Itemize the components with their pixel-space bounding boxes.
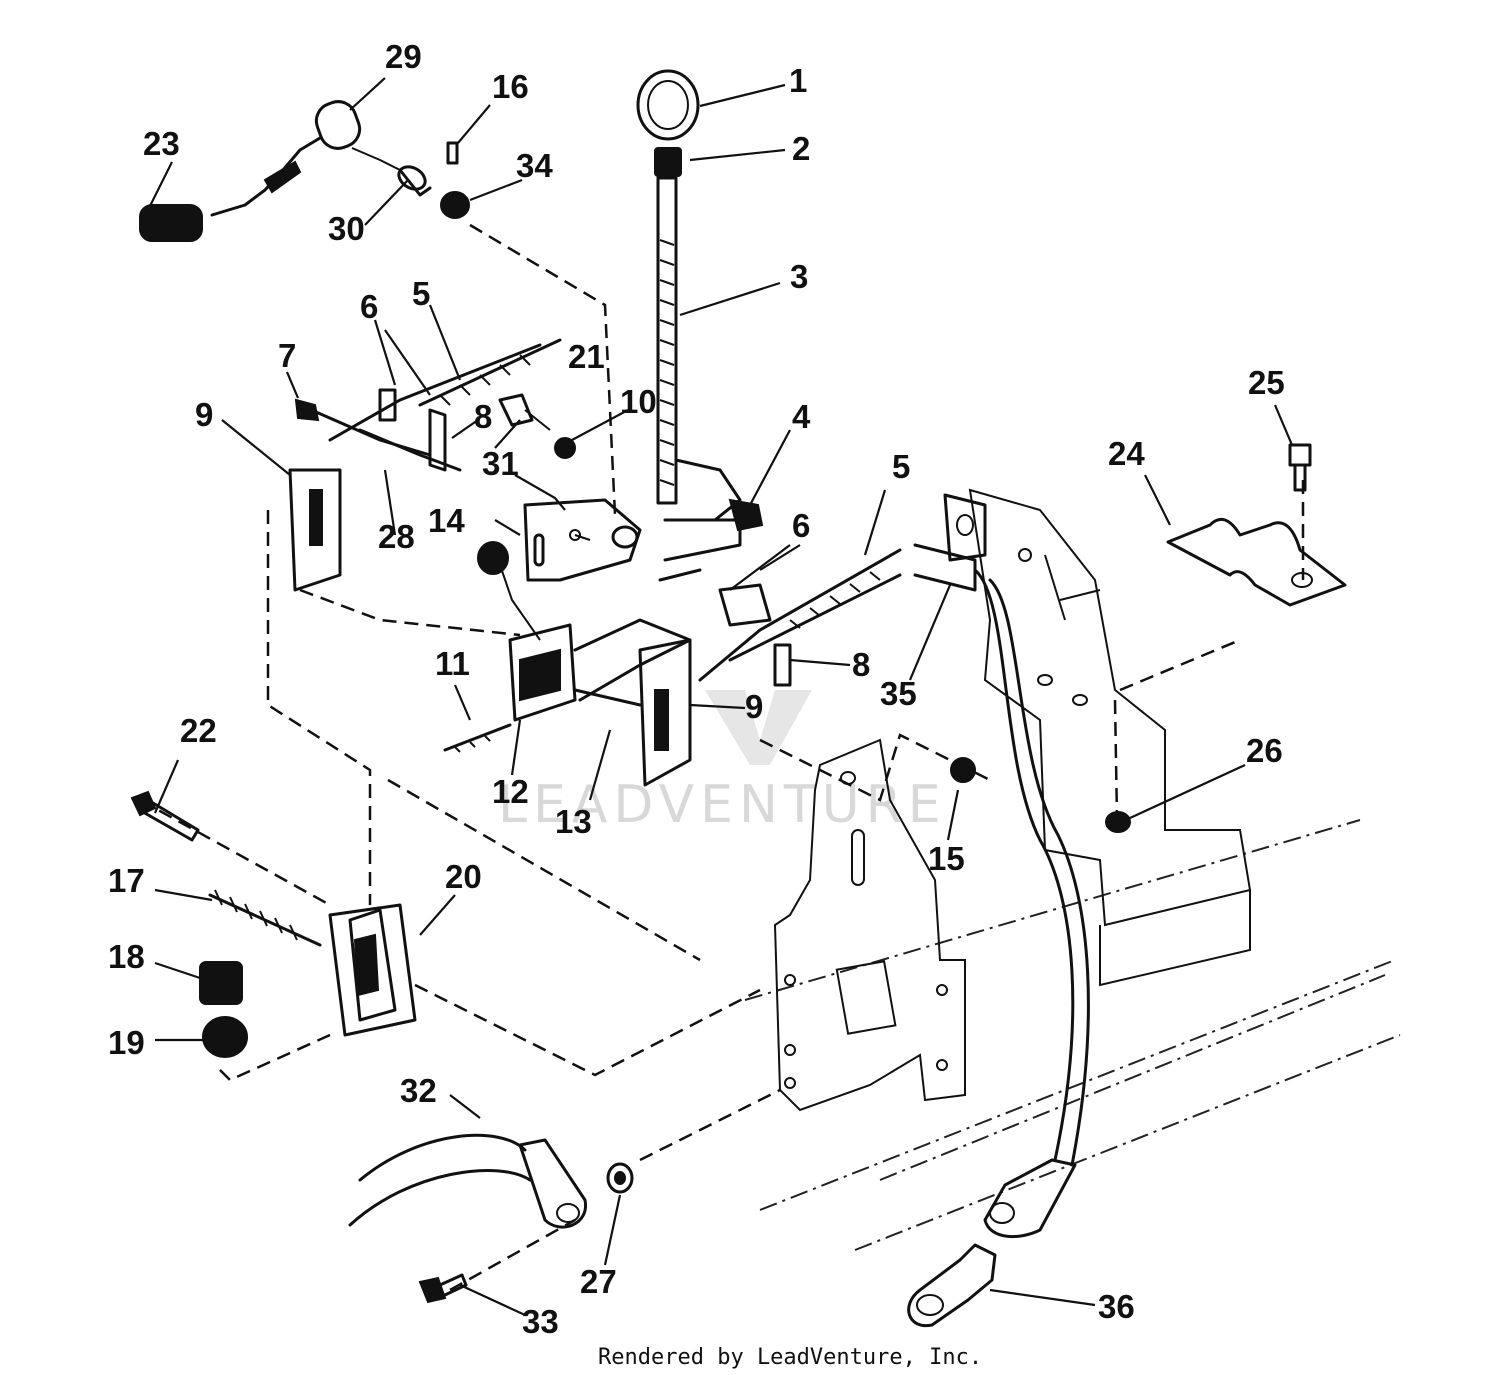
callout-19: 19	[108, 1024, 145, 1061]
leader-lines	[147, 77, 1294, 1316]
render-credit: Rendered by LeadVenture, Inc.	[598, 1345, 982, 1370]
carriage-bolt	[130, 790, 200, 842]
clamp-bolt	[1288, 443, 1312, 492]
callout-11: 11	[435, 645, 470, 682]
watermark-logo: LEADVENTURE	[498, 690, 947, 835]
safety-switch	[139, 100, 401, 242]
shift-pivot-plate	[523, 498, 642, 582]
shift-lever	[656, 176, 764, 562]
ground-cable	[913, 493, 1090, 1239]
roll-pin	[446, 141, 459, 165]
lock-nut	[199, 961, 243, 1005]
callout-30: 30	[328, 210, 365, 247]
callout-16: 16	[492, 68, 529, 105]
callout-6-right: 6	[792, 507, 810, 544]
cable-bolt	[418, 1273, 468, 1304]
mounting-bracket	[288, 468, 692, 787]
callout-29: 29	[385, 38, 422, 75]
positive-cable	[348, 1133, 587, 1229]
callout-5-left: 5	[412, 275, 430, 312]
callout-8-left: 8	[474, 398, 492, 435]
hex-nut	[202, 1016, 248, 1058]
callout-9-left: 9	[195, 396, 213, 433]
spring-bracket	[328, 903, 417, 1037]
callout-12: 12	[492, 773, 529, 810]
callout-5-right: 5	[892, 448, 910, 485]
callout-22: 22	[180, 712, 217, 749]
callout-10: 10	[620, 383, 657, 420]
compression-spring	[208, 889, 322, 947]
callout-18: 18	[108, 938, 145, 975]
callout-9-right: 9	[745, 688, 763, 725]
callout-8-right: 8	[852, 646, 870, 683]
callout-36: 36	[1098, 1288, 1135, 1325]
callout-28: 28	[378, 518, 415, 555]
callout-32: 32	[400, 1072, 437, 1109]
callout-34: 34	[516, 147, 553, 184]
frame-centerlines	[744, 819, 1401, 1251]
callout-1: 1	[789, 62, 807, 99]
right-pivot-bolts	[658, 548, 902, 687]
star-washer	[606, 1162, 634, 1194]
pivot-bolts	[294, 338, 576, 472]
callout-6-left: 6	[360, 288, 378, 325]
callout-24: 24	[1108, 435, 1145, 472]
flange-nut	[950, 757, 976, 783]
watermark-text: LEADVENTURE	[498, 775, 947, 835]
callout-13: 13	[555, 803, 592, 840]
callout-3: 3	[790, 258, 808, 295]
cable-clamp	[1166, 517, 1347, 607]
switch-bushing	[397, 165, 432, 197]
callout-2: 2	[792, 130, 810, 167]
rear-frame-bracket	[968, 488, 1252, 987]
frame-plate	[773, 738, 966, 1112]
callout-labels: 1 2 3 4 5 5 6 6 7 8 8 9 9 10 11 12 13 14…	[108, 38, 1285, 1340]
battery-cable-end	[907, 1243, 997, 1328]
callout-17: 17	[108, 862, 145, 899]
rubber-bumper	[477, 541, 541, 641]
spacer-rod	[443, 723, 512, 753]
callout-7: 7	[278, 337, 296, 374]
clamp-nut	[1105, 811, 1131, 833]
callout-21: 21	[568, 338, 605, 375]
callout-15: 15	[928, 840, 965, 877]
assembly-guide-lines	[139, 223, 1305, 1292]
callout-31: 31	[482, 445, 519, 482]
callout-20: 20	[445, 858, 482, 895]
callout-25: 25	[1248, 364, 1285, 401]
callout-33: 33	[522, 1303, 559, 1340]
callout-26: 26	[1246, 732, 1283, 769]
callout-14: 14	[428, 502, 465, 539]
jam-nut	[654, 147, 682, 177]
callout-27: 27	[580, 1263, 617, 1300]
callout-23: 23	[143, 125, 180, 162]
callout-4: 4	[792, 398, 811, 435]
shift-knob	[636, 69, 700, 141]
callout-35: 35	[880, 675, 917, 712]
switch-nut	[440, 191, 470, 219]
